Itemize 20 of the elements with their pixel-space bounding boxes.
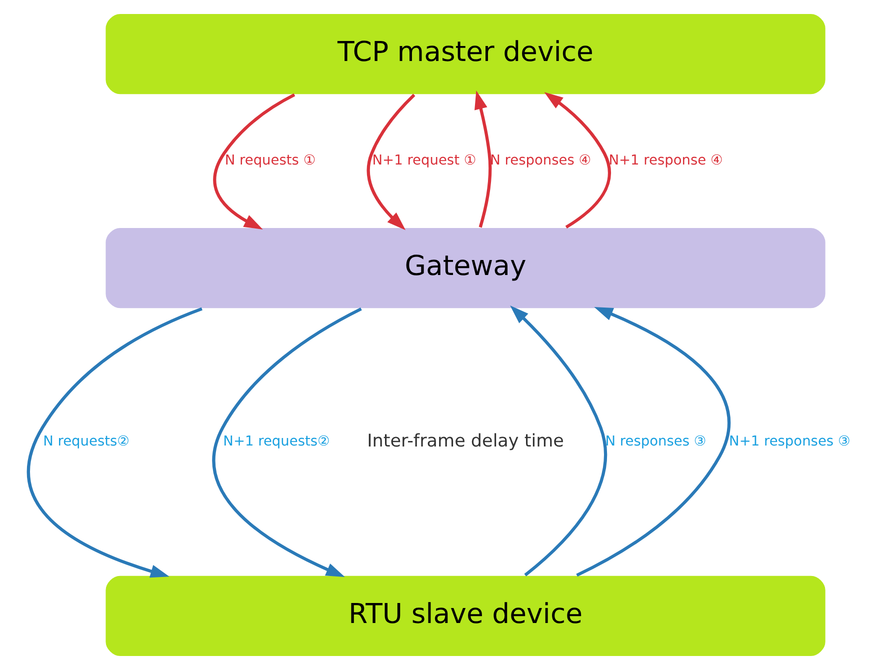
- edge-label: N requests ①: [224, 152, 316, 169]
- edge-label: N+1 response ④: [608, 152, 723, 169]
- arrow: [366, 94, 416, 230]
- arrow: [27, 307, 202, 578]
- arrow: [576, 307, 730, 577]
- arrow: [212, 307, 362, 577]
- label: Inter-frame delay time: [367, 432, 564, 452]
- edge-label: N requests②: [43, 434, 130, 450]
- edge-label: N+1 requests②: [223, 434, 330, 450]
- node-box: Gateway: [104, 226, 827, 310]
- edge-label: N+1 request ①: [372, 152, 476, 169]
- edge-label: N responses ③: [605, 434, 706, 450]
- arrow: [213, 93, 296, 230]
- arrow: [544, 92, 611, 228]
- edge-label: N+1 responses ③: [729, 434, 850, 450]
- arrow: [474, 90, 492, 228]
- arrow: [510, 305, 608, 576]
- node-box: RTU slave device: [104, 574, 827, 658]
- edge-label: N responses ④: [490, 152, 592, 169]
- node-box: TCP master device: [104, 12, 827, 96]
